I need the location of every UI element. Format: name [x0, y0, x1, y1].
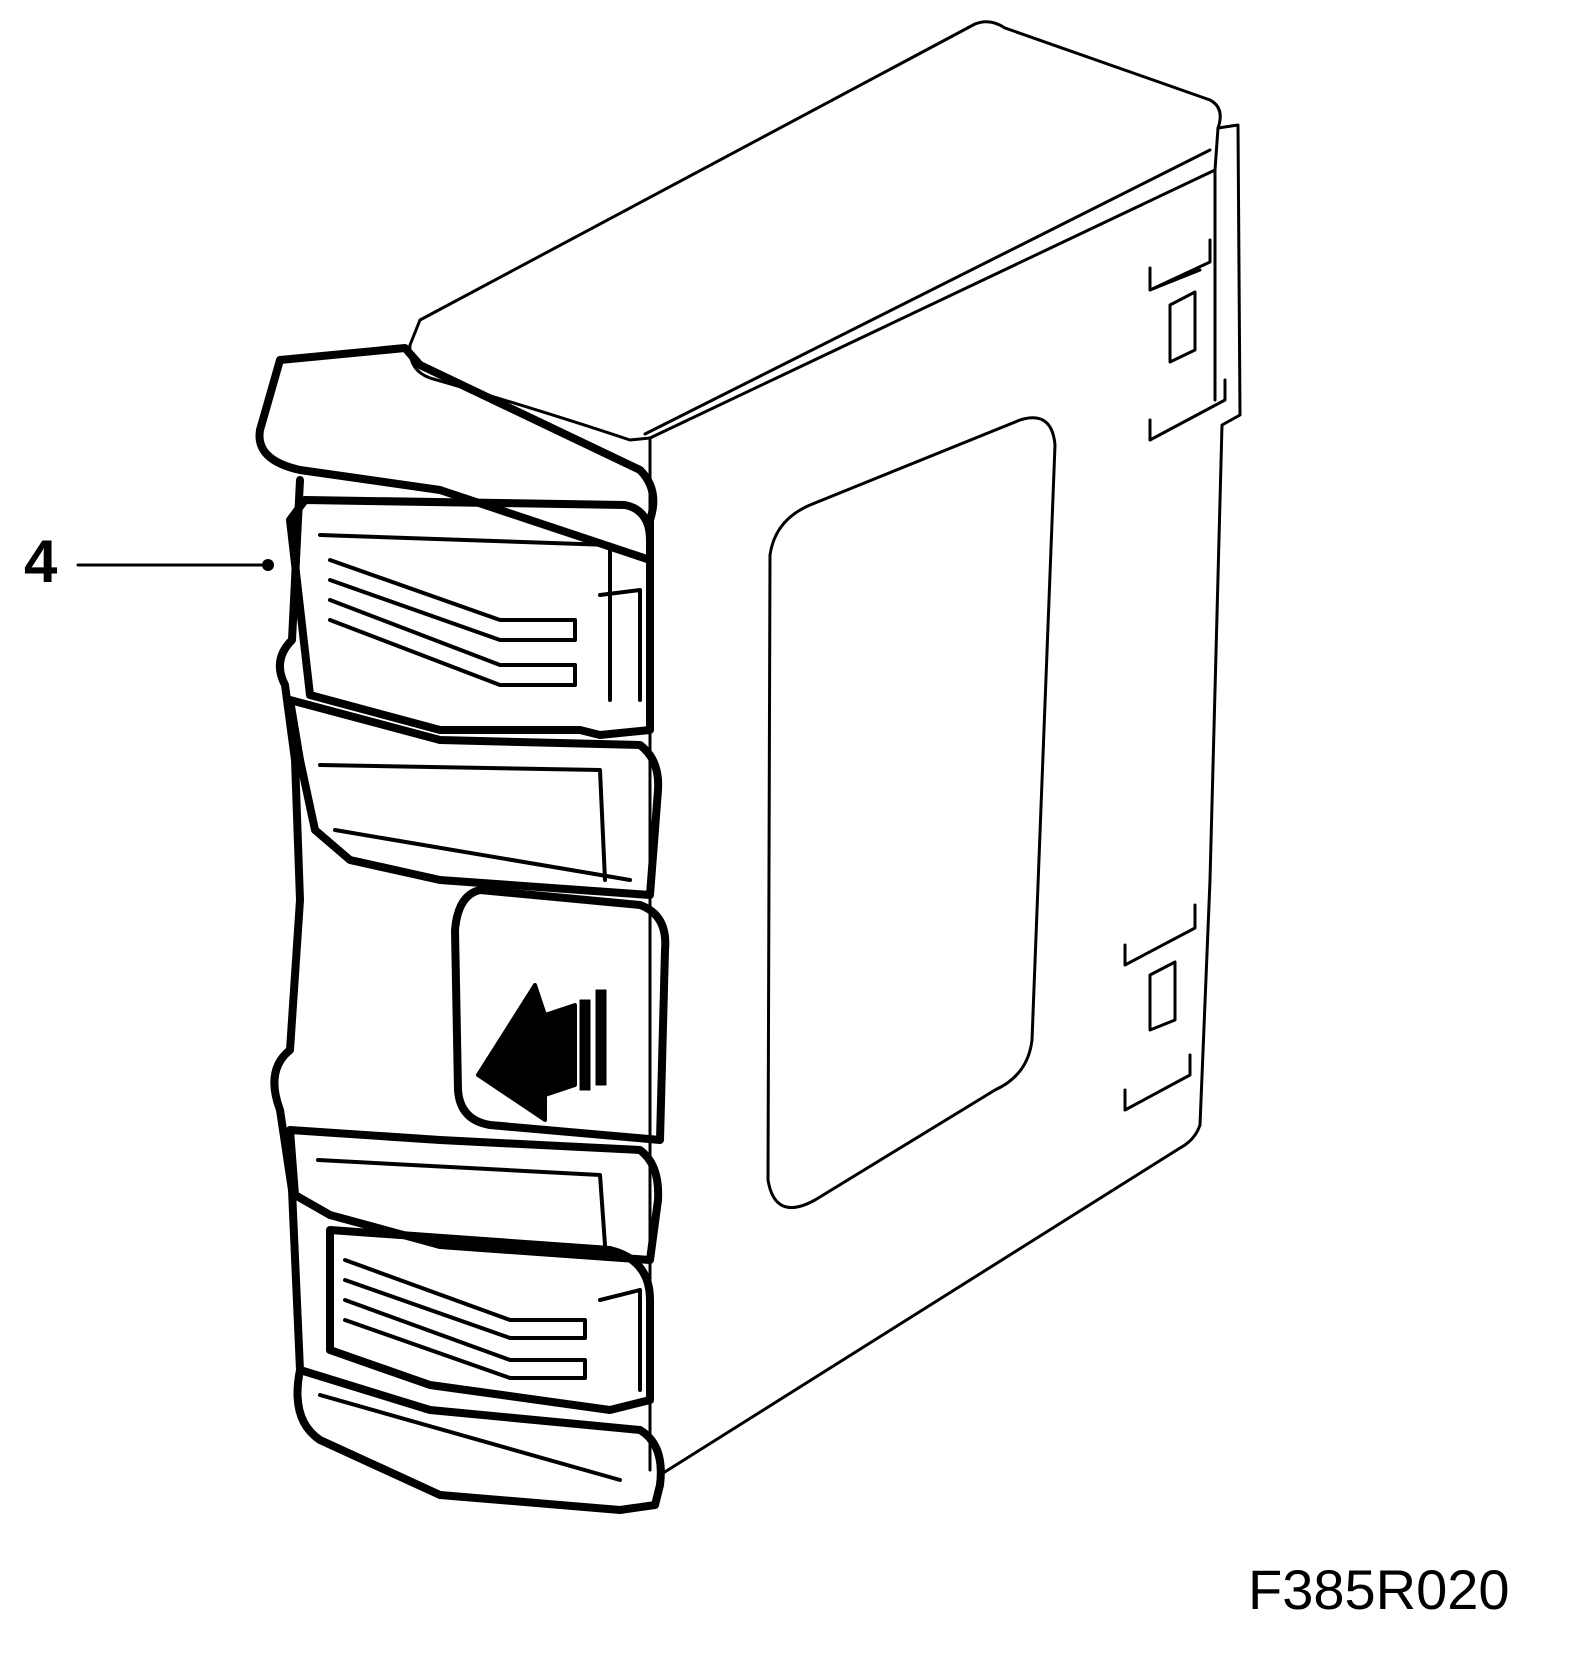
- callout-leader: [76, 559, 274, 571]
- housing-body: [408, 20, 1242, 1477]
- latch-frame: [451, 886, 670, 1144]
- push-arrow-icon: [476, 983, 607, 1122]
- front-window: [766, 416, 1057, 1210]
- upper-terminal-block: [286, 496, 654, 739]
- top-lip: [255, 344, 658, 564]
- connector-inner-lines: [316, 533, 642, 1482]
- callout-number-label: 4: [24, 528, 58, 595]
- lower-terminal-block: [326, 1226, 654, 1414]
- connector-housing: [255, 344, 670, 1514]
- side-clip-lower: [1123, 903, 1197, 1112]
- figure-code: F385R020: [1248, 1558, 1510, 1621]
- bottom-lip: [293, 1366, 665, 1514]
- side-clip-upper: [1148, 238, 1227, 442]
